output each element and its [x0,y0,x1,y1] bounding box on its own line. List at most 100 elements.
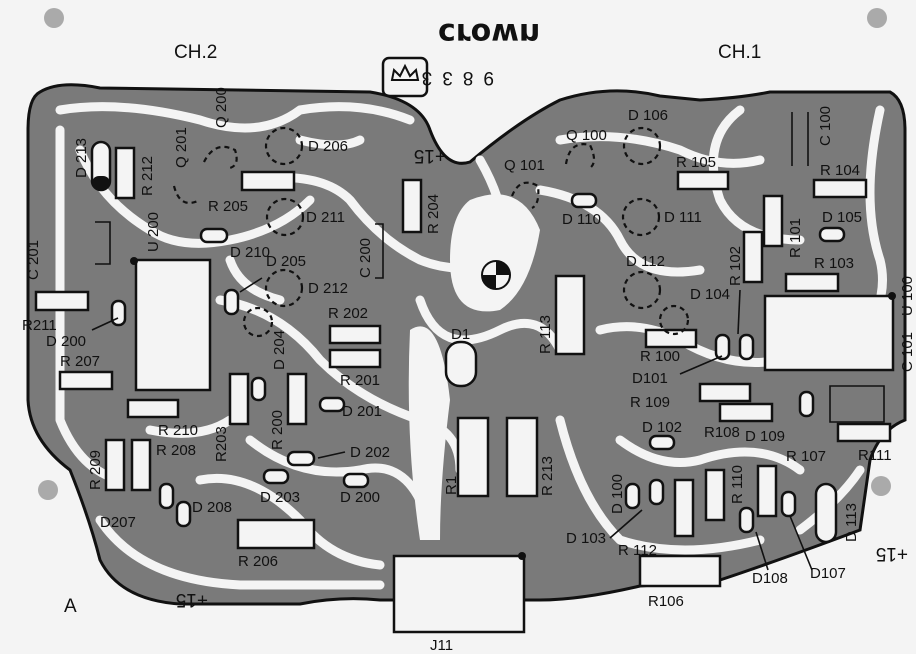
label-r109: R 109 [630,394,670,411]
board-code: 9833 [412,67,494,88]
label-d110: D 110 [562,211,601,228]
label-d100: D 100 [609,474,626,514]
resistor-r100 [644,328,698,349]
label-r209: R 209 [87,450,104,490]
resistor-r110 [704,468,726,522]
resistor-r1 [456,416,490,498]
capacitors [95,112,885,423]
resistor-r112 [673,478,695,538]
label-r111: R111 [858,447,892,464]
voltage-label-right: +15 [876,543,908,564]
resistor-r207 [58,370,114,391]
diode-d104 [738,333,755,361]
resistor-r201 [328,348,382,369]
label-d212: D 212 [308,280,348,297]
diode-d102 [648,434,676,451]
label-d105: D 105 [822,209,862,226]
label-d106: D 106 [628,107,668,124]
ground-plane-island [450,194,540,312]
label-q101: Q 101 [504,157,545,174]
connector-j11 [392,554,526,634]
diode-d1 [444,340,478,388]
label-d205: D 205 [266,253,306,270]
label-d108: D108 [752,570,788,587]
resistor-r211 [34,290,90,312]
label-r113: R 113 [537,315,554,354]
diode-d100 [624,482,641,510]
component-labels-vertical: D 213 R 212 Q 201 Q 200 U 200 C 201 R 20… [25,87,916,542]
label-r108: R108 [704,424,740,441]
resistor-r213 [505,416,539,498]
resistor-r202 [328,324,382,345]
label-r207: R 207 [60,353,100,370]
diode-d107 [780,490,797,518]
label-r201: R 201 [340,372,380,389]
label-r1: R1 [443,476,460,495]
label-r213: R 213 [539,456,556,496]
resistor-r103 [784,272,840,293]
resistor-r105 [676,170,730,191]
label-r101: R 101 [787,218,804,258]
diode-d200 [110,299,127,327]
voltage-label-top: +15 [414,145,446,166]
resistors [34,146,892,588]
diode-d105 [818,226,846,243]
label-d210: D 210 [230,244,270,261]
ic-u100 [763,294,895,372]
label-r211: R211 [22,317,57,334]
label-d207: D207 [100,514,136,531]
label-r110: R 110 [729,465,746,504]
resistor-r210 [126,398,180,419]
resistor-r102 [742,230,764,284]
label-d104: D 104 [690,286,730,303]
label-d211: D 211 [306,209,345,226]
diode-d110 [570,192,598,209]
label-c200: C 200 [357,238,374,278]
ground-plane-island [408,326,450,540]
diode-d103 [648,478,665,506]
diodes [90,140,846,544]
label-d203: D 203 [260,489,300,506]
label-q100: Q 100 [566,127,607,144]
diode-d201 [318,396,346,413]
label-d113: D 113 [843,503,860,542]
resistor-r104 [812,178,868,199]
label-r205: R 205 [208,198,248,215]
label-d201: D 201 [342,403,382,420]
diode-d202 [286,450,316,467]
resistor-r111 [836,422,892,443]
label-d101: D101 [632,370,668,387]
label-d107: D107 [810,565,846,582]
label-d1: D1 [451,326,470,343]
label-d213: D 213 [73,138,90,178]
mounting-hole [867,8,887,28]
label-d200: D 200 [46,333,86,350]
diode-d210 [199,227,229,244]
label-r105: R 105 [676,154,716,171]
label-u200: U 200 [145,212,162,252]
label-r107: R 107 [786,448,826,465]
label-d112: D 112 [626,253,665,270]
diode-d108 [738,506,755,534]
resistor-r212 [114,146,136,200]
board-letter: A [64,596,77,617]
leader-lines [91,277,813,571]
voltage-label-bottom: +15 [176,589,208,610]
integrated-circuits [130,257,896,634]
label-r200: R 200 [269,410,286,450]
label-c201: C 201 [25,240,42,280]
dashed-components [172,126,690,338]
label-c100: C 100 [817,106,834,146]
diode-d208 [175,500,192,528]
label-d206: D 206 [308,138,348,155]
label-d204: D 204 [271,330,288,370]
resistor-r113 [554,274,586,356]
label-r202: R 202 [328,305,368,322]
diode-d101 [714,333,731,361]
label-r212: R 212 [139,156,156,196]
label-d200b: D 200 [340,489,380,506]
resistor-r204 [401,178,423,234]
resistor-r107 [756,464,778,518]
label-d102: D 102 [642,419,682,436]
